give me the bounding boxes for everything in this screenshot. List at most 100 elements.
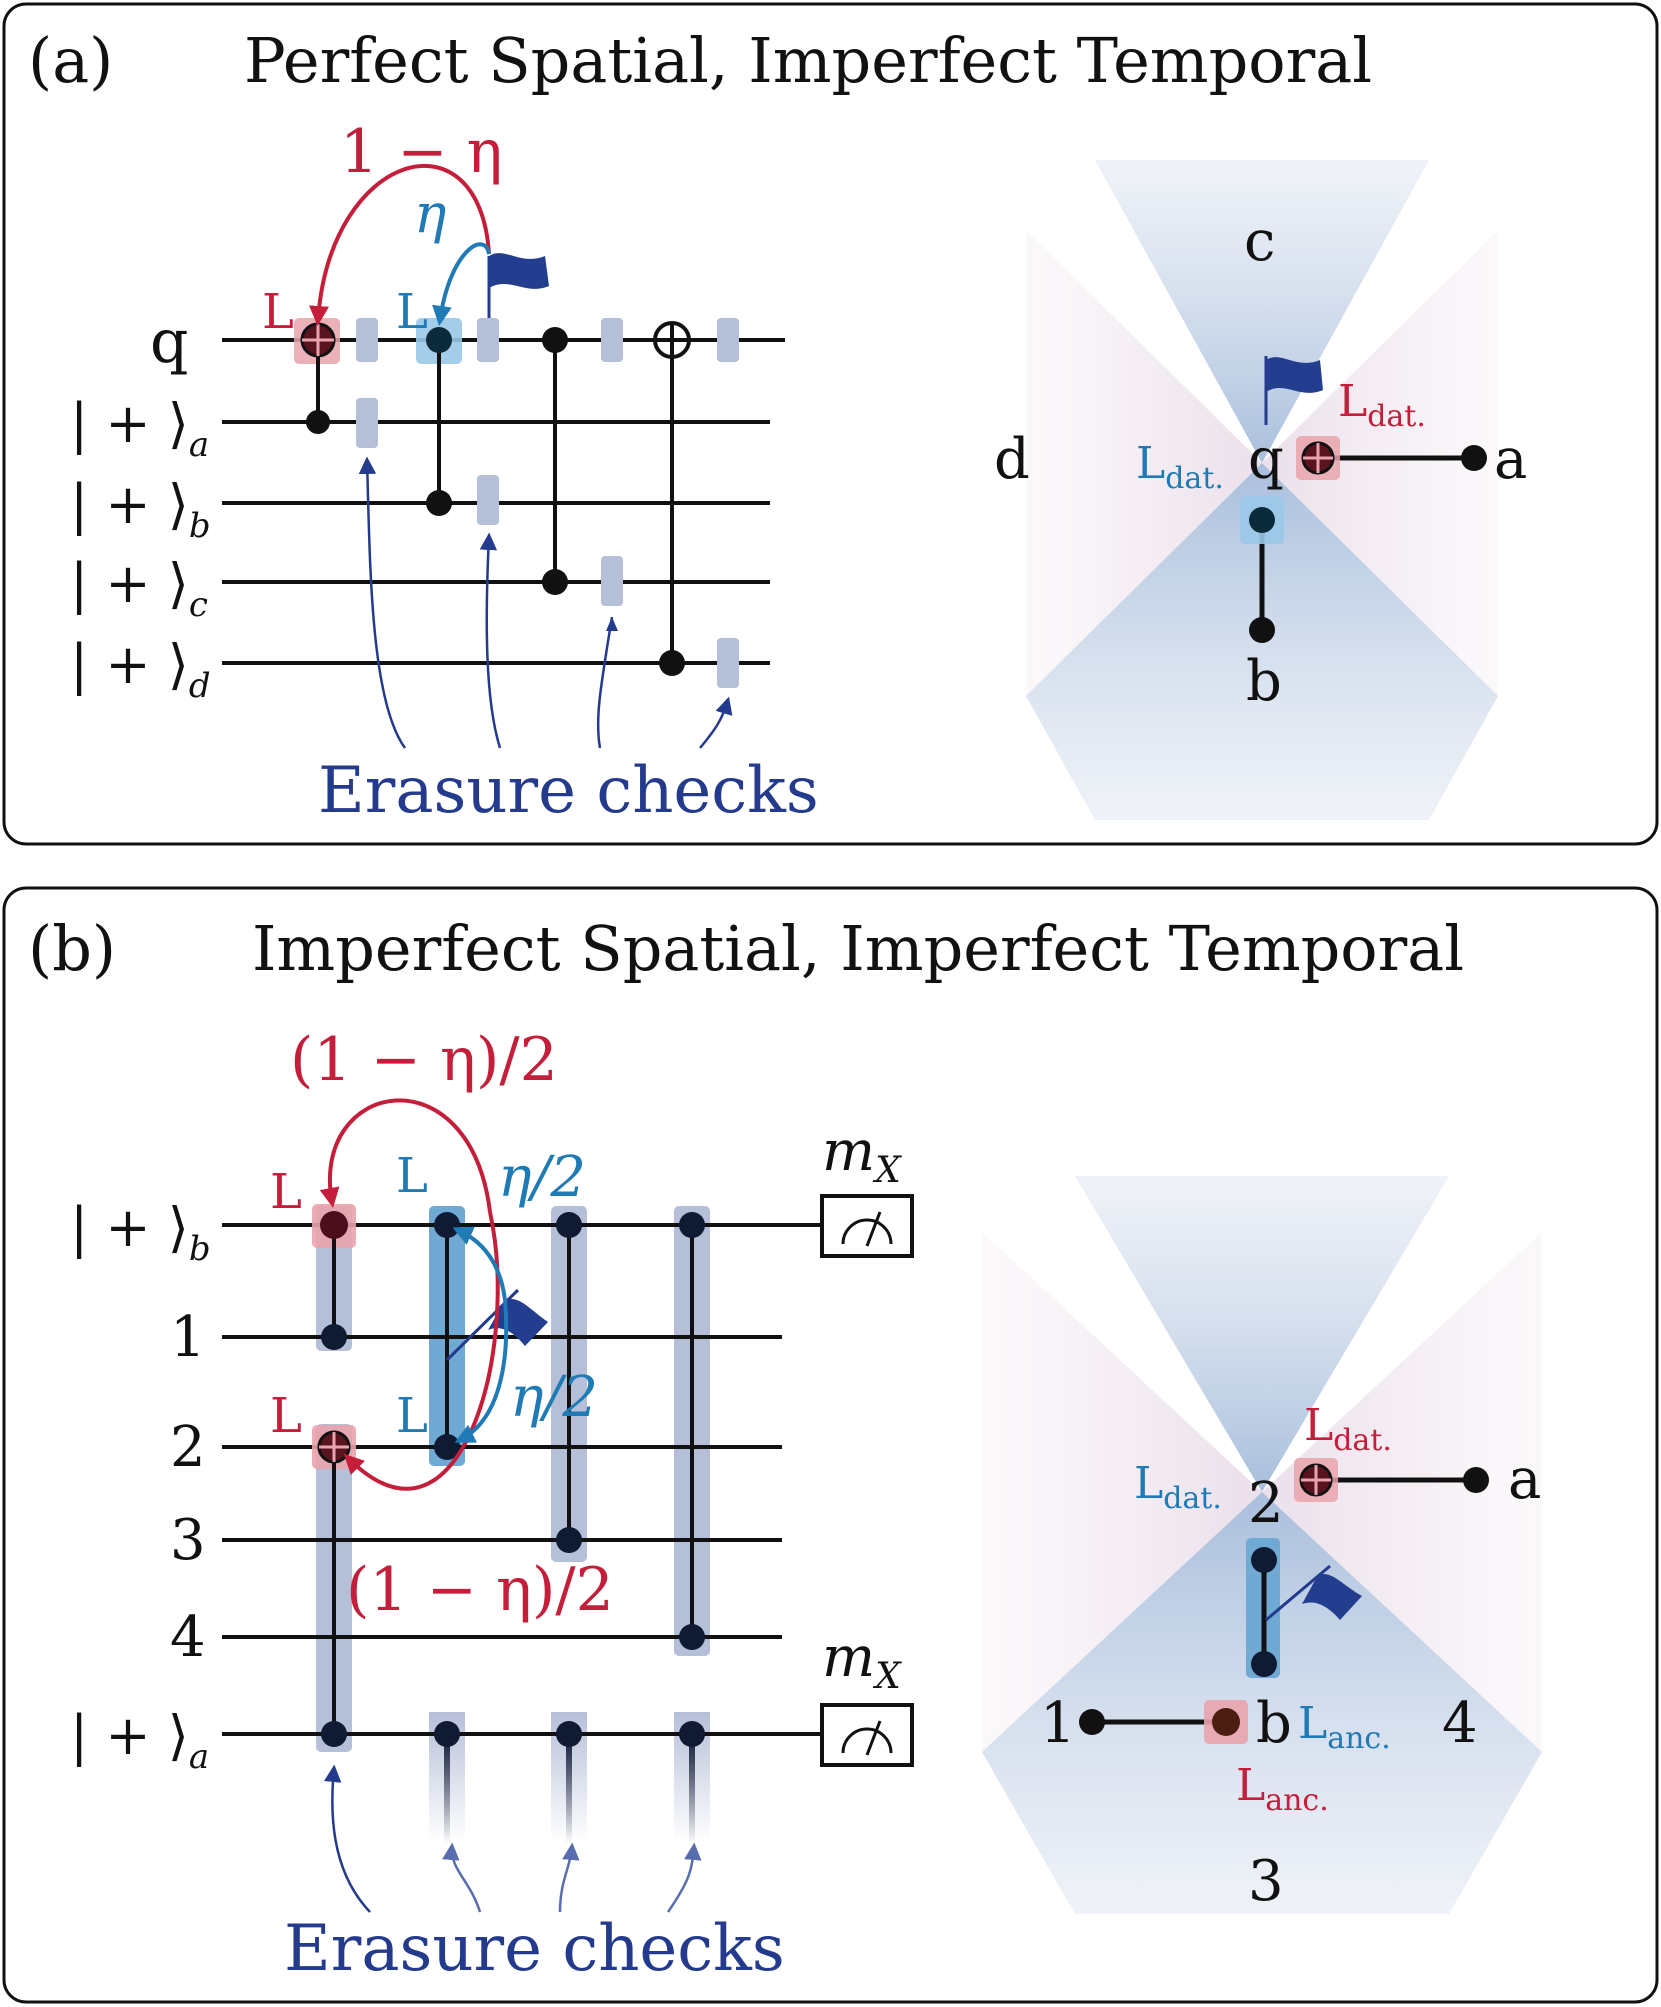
- measure-label-b: mX: [822, 1119, 902, 1191]
- lattice-region-right: [1262, 1232, 1542, 1752]
- arrow-red-top: [319, 1098, 492, 1213]
- prob-label-red: 1 − η: [340, 117, 503, 187]
- panel-a-erasure-arrows: [358, 456, 733, 749]
- wire-label-c: | + ⟩c: [70, 552, 208, 625]
- panel-b-erasure-arrows: [323, 1764, 702, 1913]
- control-dot: [321, 1324, 347, 1350]
- wire-label-1: 1: [170, 1305, 206, 1370]
- prob-label-blue-bottom: η/2: [510, 1365, 598, 1430]
- wire-label-2: 2: [170, 1415, 206, 1480]
- control-dot: [556, 1212, 582, 1238]
- lattice-label-b: b: [1256, 1691, 1292, 1756]
- arrow-blue-bottom: [454, 1299, 509, 1443]
- lattice-node-2: [1251, 1547, 1277, 1573]
- lattice-label-a: a: [1494, 427, 1527, 492]
- lattice-label-l-dat-red: Ldat.: [1304, 1400, 1392, 1458]
- control-dot: [542, 569, 568, 595]
- gate-label-blue-bottom: L: [396, 1388, 428, 1444]
- wire-label-a: | + ⟩a: [70, 392, 209, 465]
- measure-label-a: mX: [822, 1625, 902, 1697]
- lattice-flag-icon: [1265, 1564, 1362, 1622]
- control-dot: [659, 650, 685, 676]
- lattice-node-a: [1463, 1467, 1489, 1493]
- lattice-region-right: [1262, 230, 1498, 696]
- erasure-marker: [717, 638, 739, 688]
- erasure-marker: [477, 318, 499, 362]
- panel-b-erasure-label: Erasure checks: [284, 1912, 785, 1986]
- lattice-region-top: [1075, 1176, 1449, 1492]
- control-dot: [306, 410, 330, 434]
- erasure-marker: [601, 318, 623, 362]
- arrow-red-1-eta: [309, 163, 491, 326]
- wire-label-3: 3: [170, 1508, 206, 1573]
- wire-label-a: | + ⟩a: [70, 1704, 209, 1777]
- control-dot: [434, 1212, 460, 1238]
- control-dot: [434, 1721, 460, 1747]
- panel-b-title: Imperfect Spatial, Imperfect Temporal: [252, 912, 1464, 985]
- control-dot: [679, 1624, 705, 1650]
- lattice-label-2: 2: [1248, 1471, 1284, 1536]
- gate-label-red: L: [262, 284, 294, 340]
- lattice-flag-icon: [1264, 356, 1323, 425]
- panel-a-erasure-label: Erasure checks: [318, 754, 819, 828]
- control-dot: [321, 1721, 347, 1747]
- lattice-label-c: c: [1244, 209, 1275, 274]
- arrow-blue-top: [452, 1226, 507, 1301]
- lattice-node-b: [1212, 1708, 1240, 1736]
- prob-label-red-bottom: (1 − η)/2: [346, 1555, 614, 1625]
- erasure-marker: [356, 398, 378, 448]
- wire-label-q: q: [150, 307, 188, 377]
- panel-b-lattice: a 2 1 b 4 3 Ldat. Ldat. Lanc.: [982, 1176, 1542, 1914]
- lattice-region-left: [1026, 230, 1262, 696]
- gate-cz-q-b: [426, 327, 452, 516]
- prob-label-blue: η: [414, 182, 446, 245]
- lattice-region-top: [1095, 160, 1429, 463]
- erasure-marker: [477, 475, 499, 525]
- gate-label-red-bottom: L: [270, 1388, 302, 1444]
- prob-label-red-top: (1 − η)/2: [290, 1025, 558, 1095]
- lattice-node-a: [1461, 445, 1487, 471]
- control-dot: [434, 1434, 460, 1460]
- gate-label-blue: L: [396, 284, 428, 340]
- flag-icon: [487, 253, 549, 318]
- lattice-region-bottom: [982, 1492, 1542, 1914]
- lattice-label-l-dat-blue: Ldat.: [1134, 1458, 1222, 1516]
- panel-a-letter: (a): [28, 24, 113, 97]
- lattice-label-l-anc-blue: Lanc.: [1298, 1698, 1391, 1756]
- lattice-label-d: d: [994, 427, 1030, 492]
- erasure-arrow-tip: [606, 617, 618, 631]
- lattice-label-l-anc-red: Lanc.: [1236, 1760, 1329, 1818]
- arrow-blue-eta: [432, 242, 491, 326]
- control-dot: [679, 1721, 705, 1747]
- panel-a-lattice: c d q a b Ldat. Ldat.: [994, 160, 1527, 820]
- gate-b-1: [312, 1204, 356, 1350]
- panel-b-erasure-stubs: [434, 1721, 705, 1844]
- gate-label-red-top: L: [270, 1164, 302, 1220]
- wire-label-b: | + ⟩b: [70, 1196, 211, 1269]
- control-dot: [320, 1211, 348, 1239]
- panel-b: (b) Imperfect Spatial, Imperfect Tempora…: [2, 886, 1659, 2004]
- wire-label-4: 4: [170, 1605, 206, 1670]
- lattice-region-left: [982, 1232, 1262, 1752]
- gate-cnot-q-d: [653, 321, 691, 676]
- gate-b-3: [556, 1212, 582, 1553]
- lattice-node-b-top: [1251, 1651, 1277, 1677]
- control-dot: [426, 327, 452, 353]
- lattice-label-q: q: [1248, 427, 1284, 492]
- panel-a-title: Perfect Spatial, Imperfect Temporal: [244, 24, 1372, 97]
- erasure-marker: [601, 556, 623, 606]
- measure-b: [820, 1194, 914, 1258]
- wire-label-d: | + ⟩d: [70, 633, 211, 706]
- panel-b-letter: (b): [28, 912, 116, 985]
- control-dot: [556, 1721, 582, 1747]
- control-dot: [426, 490, 452, 516]
- lattice-node-b: [1249, 617, 1275, 643]
- lattice-label-3: 3: [1248, 1849, 1284, 1914]
- gate-b-4: [679, 1212, 705, 1650]
- panel-a: (a) Perfect Spatial, Imperfect Temporal …: [2, 2, 1659, 846]
- lattice-label-4: 4: [1442, 1691, 1478, 1756]
- wire-label-b: | + ⟩b: [70, 473, 211, 546]
- gate-cz-q-c: [542, 327, 568, 595]
- lattice-node-q: [1249, 507, 1275, 533]
